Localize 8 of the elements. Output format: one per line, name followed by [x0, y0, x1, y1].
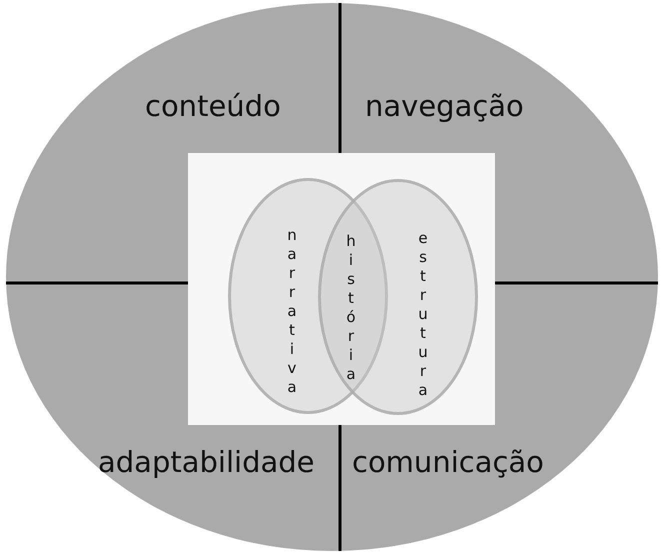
overlap-label: história [343, 232, 358, 384]
quadrant-label: comunicação [352, 448, 544, 477]
quadrant-label: adaptabilidade [98, 448, 315, 477]
center-panel [188, 153, 495, 425]
set-label: estrutura [415, 229, 430, 400]
quadrant-label: conteúdo [145, 92, 281, 121]
set-label: narrativa [284, 226, 299, 397]
quadrant-label: navegação [365, 92, 524, 121]
